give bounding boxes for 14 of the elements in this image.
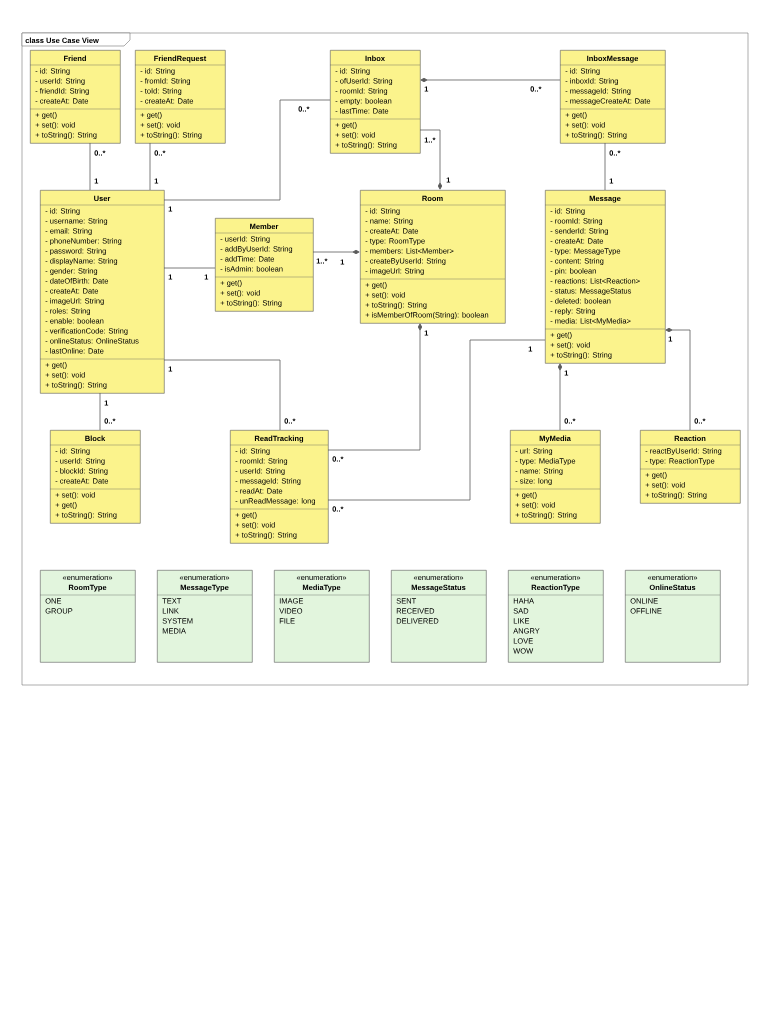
composition-line bbox=[665, 327, 691, 431]
association-line bbox=[163, 359, 281, 431]
composition-line bbox=[327, 323, 423, 451]
association-line bbox=[99, 392, 101, 431]
composition-line bbox=[557, 363, 563, 431]
composition-line bbox=[312, 249, 360, 255]
association-line bbox=[149, 142, 151, 191]
association-line bbox=[327, 339, 546, 501]
association-line bbox=[604, 142, 606, 191]
association-line bbox=[163, 267, 216, 269]
association-line bbox=[89, 142, 91, 191]
composition-line bbox=[419, 129, 443, 190]
association-line bbox=[163, 99, 331, 201]
composition-line bbox=[420, 77, 561, 83]
